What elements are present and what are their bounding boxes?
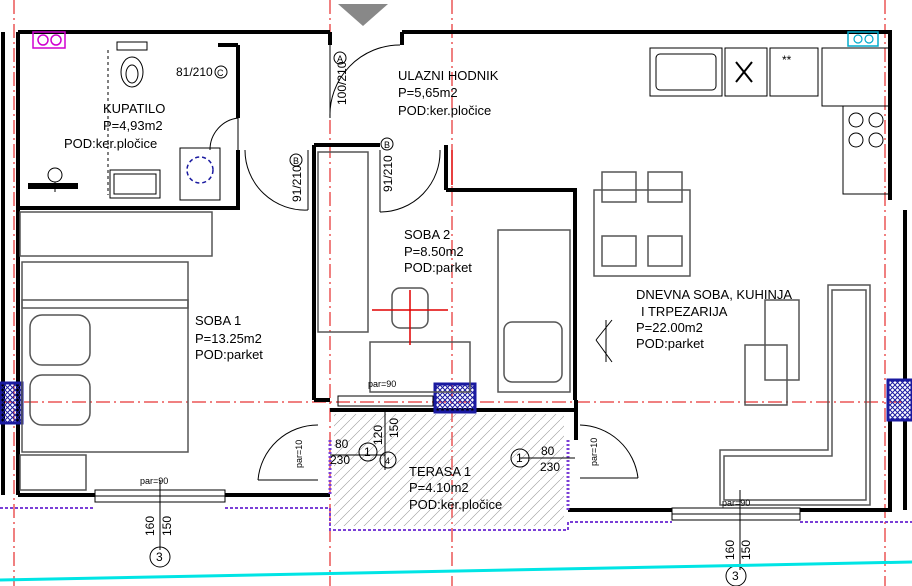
dim-par10-a: par=10: [294, 440, 304, 468]
door-entry-label: 100/210: [335, 61, 349, 105]
single-bed: [497, 229, 571, 393]
sink-icon: [109, 169, 161, 199]
tv-stand: [595, 319, 613, 363]
bathroom-door[interactable]: [209, 117, 239, 151]
dim-w80-b: 80: [541, 444, 555, 458]
terrace-door-left[interactable]: [257, 424, 319, 481]
toilet-icon: [116, 41, 148, 88]
dim-150: 150: [387, 418, 401, 438]
terasa-name: TERASA 1: [409, 464, 471, 479]
soba2-floor: POD:parket: [404, 260, 472, 275]
window-soba2: [337, 395, 434, 407]
wardrobe-soba1: [19, 211, 213, 257]
kupatilo-name: KUPATILO: [103, 101, 165, 116]
dnevna-floor: POD:parket: [636, 336, 704, 351]
terrace-door-right[interactable]: [579, 424, 639, 479]
terasa-floor: POD:ker.pločice: [409, 497, 502, 512]
column-middle: [433, 382, 477, 414]
dim-par90-a: par=90: [140, 476, 168, 486]
column-right: [886, 378, 912, 422]
dim-par90-c: par=90: [722, 498, 750, 508]
dim-120: 120: [371, 425, 385, 445]
nightstand: [19, 454, 87, 491]
marker-1a: [358, 442, 378, 462]
crosshair-icon: [372, 290, 448, 345]
door-tag-b2: B: [384, 140, 390, 150]
soba1-floor: POD:parket: [195, 347, 263, 362]
double-bed: [21, 261, 189, 453]
door-tag-c: C: [217, 68, 224, 78]
dim-par10-b: par=10: [589, 438, 599, 466]
door-soba1-label: 91/210: [290, 165, 304, 202]
column-left: [0, 381, 24, 425]
coffee-table: [744, 344, 788, 406]
marker-1b-label: 1: [516, 451, 523, 465]
interior-walls: [18, 32, 578, 440]
door-bath-label: 81/210: [176, 65, 213, 79]
cooktop-icon: [842, 105, 891, 195]
dim-h230-a: 230: [330, 453, 350, 467]
soba2-door[interactable]: [379, 149, 441, 213]
marker-3a: [149, 546, 171, 568]
entry-arrow-icon: [338, 4, 388, 26]
side-table: [764, 299, 800, 381]
marker-3b-label: 3: [732, 569, 739, 583]
door-soba2-label: 91/210: [381, 155, 395, 192]
soba1-name: SOBA 1: [195, 313, 241, 328]
hodnik-name: ULAZNI HODNIK: [398, 68, 499, 83]
vent-cyan-icon: [847, 31, 879, 47]
kitchen-tools-icon: [724, 47, 768, 97]
ground-line: [0, 560, 912, 582]
dnevna-name: DNEVNA SOBA, KUHINJA: [636, 287, 792, 302]
fridge-icon: **: [769, 47, 819, 97]
hodnik-area: P=5,65m2: [398, 85, 458, 100]
wardrobe-soba2: [317, 151, 369, 333]
kupatilo-area: P=4,93m2: [103, 118, 163, 133]
dining-table: [593, 171, 691, 277]
marker-3a-label: 3: [156, 550, 163, 564]
shower-icon: [179, 147, 221, 201]
dnevna-area: P=22.00m2: [636, 320, 703, 335]
marker-1b: [510, 448, 530, 468]
soba1-door[interactable]: [244, 149, 309, 211]
door-tag-a: A: [337, 54, 343, 64]
dnevna-name2: I TRPEZARIJA: [641, 304, 728, 319]
corner-sofa: [719, 284, 871, 506]
entry-door[interactable]: [329, 44, 401, 119]
hodnik-floor: POD:ker.pločice: [398, 103, 491, 118]
dim-v160-a: 160: [143, 516, 157, 536]
kitchen-sink-icon: [649, 47, 723, 97]
terasa-area: P=4.10m2: [409, 480, 469, 495]
dim-v150-b: 150: [739, 540, 753, 560]
svg-text:**: **: [782, 53, 792, 67]
soba2-name: SOBA 2: [404, 227, 450, 242]
washer-icon: [28, 167, 78, 192]
door-tag-b1: B: [293, 156, 299, 166]
window-living: [671, 507, 801, 521]
counter: [821, 47, 891, 107]
marker-4: [379, 451, 397, 469]
vent-magenta-icon: [32, 31, 66, 49]
kupatilo-floor: POD:ker.pločice: [64, 136, 157, 151]
terrace-floor: [334, 414, 564, 526]
soba2-area: P=8.50m2: [404, 244, 464, 259]
marker-4-label: 4: [385, 456, 390, 466]
dim-w80-a: 80: [335, 437, 349, 451]
soba1-area: P=13.25m2: [195, 331, 262, 346]
facade-outline: [0, 440, 912, 531]
dim-v160-b: 160: [723, 540, 737, 560]
dim-h230-b: 230: [540, 460, 560, 474]
dim-v150-a: 150: [160, 516, 174, 536]
desk: [369, 341, 471, 393]
marker-1a-label: 1: [364, 445, 371, 459]
dim-par90-b: par=90: [368, 379, 396, 389]
